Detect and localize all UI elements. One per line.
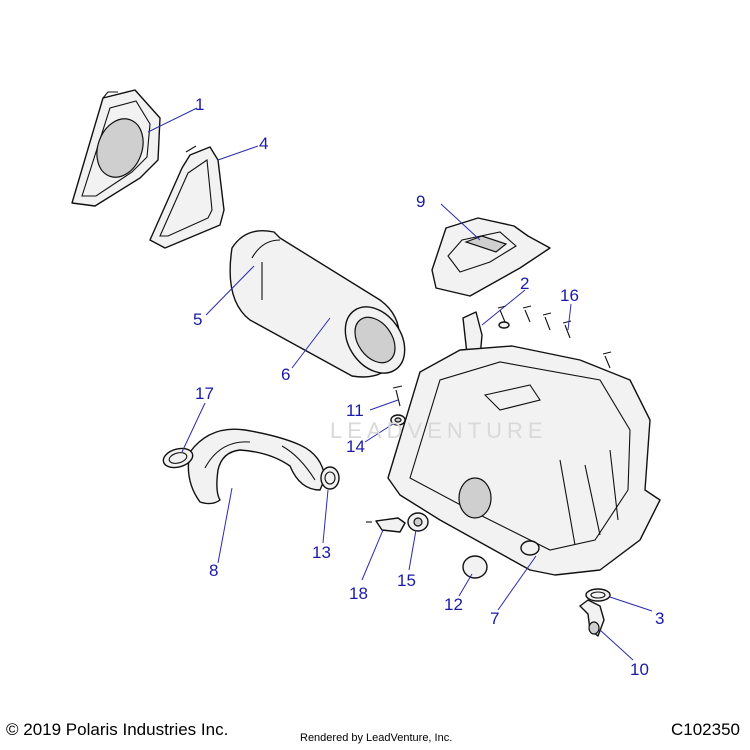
part-16-screws: [497, 305, 612, 369]
callout-6: 6: [281, 365, 290, 384]
callout-4: 4: [259, 134, 268, 153]
callout-1: 1: [195, 95, 204, 114]
callout-3: 3: [655, 609, 664, 628]
callout-11: 11: [346, 401, 364, 420]
callout-7: 7: [490, 609, 499, 628]
leader-lines: [147, 107, 653, 661]
callout-18: 18: [349, 584, 368, 603]
part-17-clamp: [162, 447, 194, 469]
part-5-6-air-filter: [229, 230, 406, 378]
part-3-o-ring: [585, 588, 611, 602]
rendered-by-text: Rendered by LeadVenture, Inc.: [300, 732, 453, 744]
copyright-text: © 2019 Polaris Industries Inc.: [6, 720, 229, 739]
part-4-gasket: [149, 145, 225, 249]
callout-16: 16: [560, 286, 579, 305]
callout-10: 10: [630, 660, 649, 679]
part-11-screw: [392, 385, 403, 407]
part-10-drain-valve: [579, 599, 605, 637]
part-13-clamp: [320, 466, 340, 490]
callout-13: 13: [312, 543, 331, 562]
callout-9: 9: [416, 192, 425, 211]
part-18-sensor: [366, 517, 406, 533]
callout-15: 15: [397, 571, 416, 590]
callout-14: 14: [346, 437, 365, 456]
callout-5: 5: [193, 310, 202, 329]
part-9-duct-cover: [431, 217, 551, 297]
part-7-airbox-housing: [387, 345, 661, 576]
part-1-intake-cover: [71, 89, 161, 207]
callout-labels: 1 2 3 4 5 6 7 8 9 10 11 12 13 14 15 16 1…: [193, 95, 664, 679]
callout-8: 8: [209, 561, 218, 580]
part-8-hose: [187, 428, 326, 505]
callout-17: 17: [195, 384, 214, 403]
watermark: LEADVENTURE: [330, 418, 548, 443]
part-12-plug: [462, 555, 488, 579]
document-number: C102350: [670, 720, 740, 739]
callout-2: 2: [520, 274, 529, 293]
part-15-grommet: [407, 512, 429, 532]
callout-12: 12: [444, 595, 463, 614]
